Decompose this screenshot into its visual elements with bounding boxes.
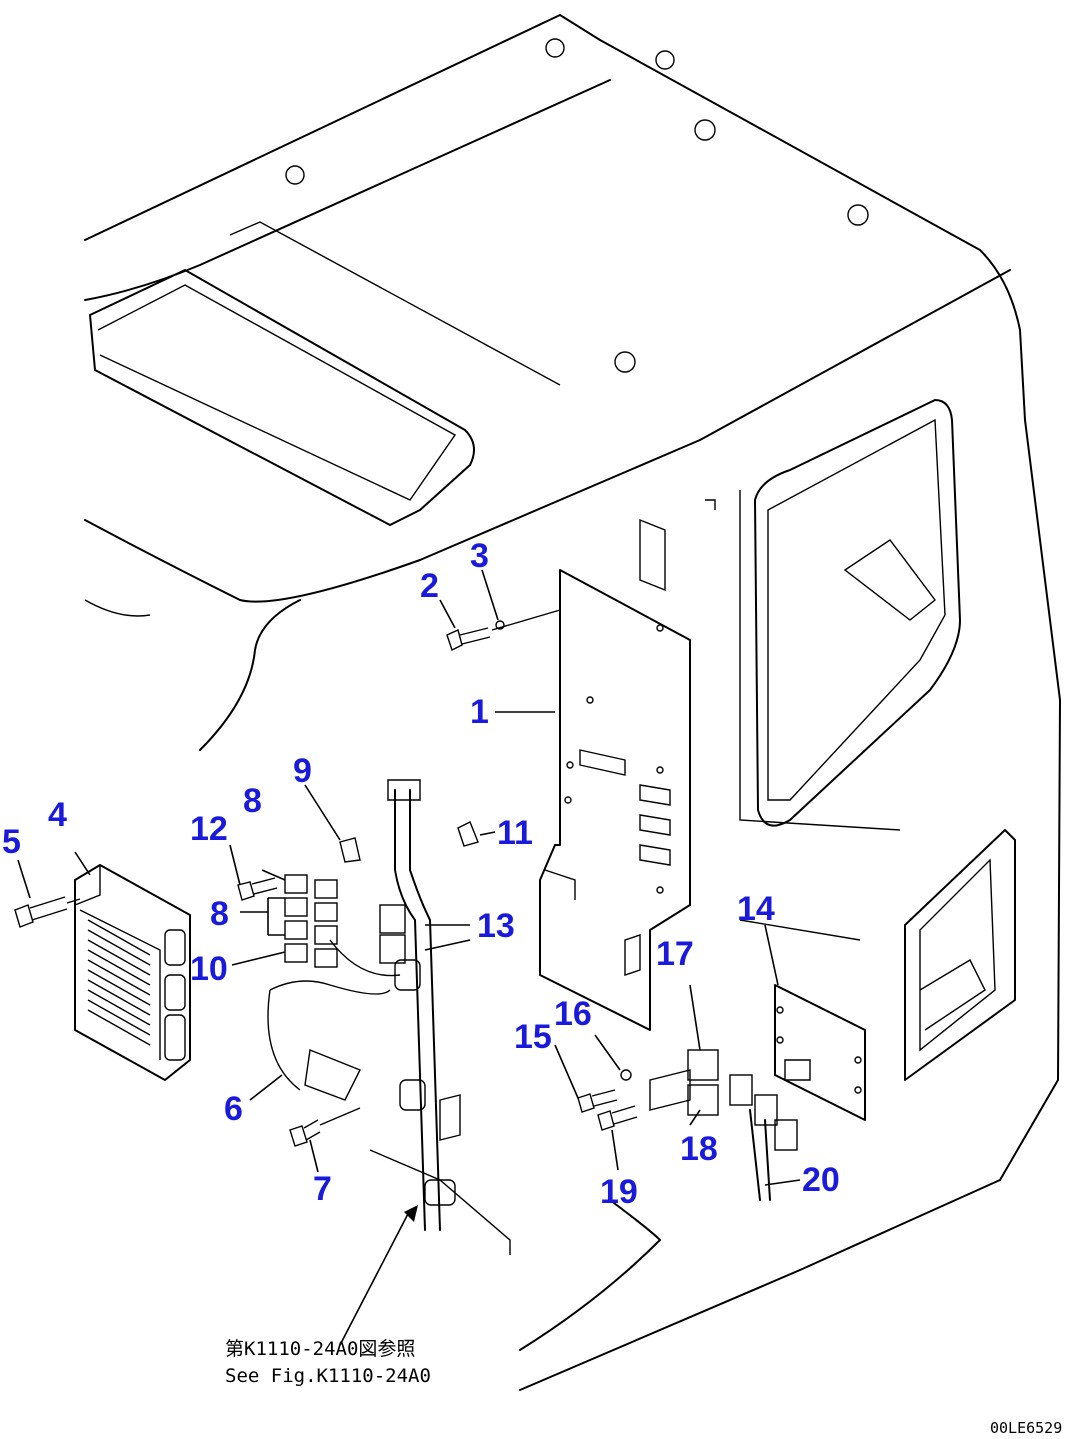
callout-12: 12	[190, 810, 228, 848]
callout-10: 10	[190, 950, 228, 988]
drawing-code: 00LE6529	[990, 1419, 1062, 1437]
callout-8-upper: 8	[243, 782, 262, 820]
leader-lines	[17, 569, 801, 1346]
callout-1: 1	[470, 693, 489, 731]
callout-20: 20	[802, 1161, 840, 1199]
wire-harness	[267, 779, 461, 1231]
part-mounting-plate	[539, 499, 716, 1031]
callout-6: 6	[224, 1090, 243, 1128]
roof-bolts	[285, 38, 869, 373]
callout-17: 17	[656, 935, 694, 973]
callout-11: 11	[497, 814, 533, 852]
bolt-part-12	[237, 877, 278, 901]
reference-note-en: See Fig.K1110-24A0	[225, 1365, 431, 1387]
bolt-part-15	[577, 1089, 618, 1113]
clip-part-9	[339, 837, 361, 863]
lower-floor-edge	[369, 1149, 661, 1351]
side-window	[754, 399, 961, 827]
bolt-part-5	[14, 896, 81, 928]
fasteners	[14, 609, 638, 1147]
rear-opening	[904, 829, 1016, 1081]
relay-bank	[284, 874, 406, 968]
roof-window	[89, 269, 475, 526]
callout-2: 2	[420, 567, 439, 605]
callout-18: 18	[680, 1130, 718, 1168]
reference-note: 第K1110-24A0図参照 See Fig.K1110-24A0	[225, 1338, 431, 1387]
washer-part-16	[620, 1069, 632, 1081]
callout-16: 16	[554, 995, 592, 1033]
part-controller	[74, 864, 191, 1081]
clip-part-11	[457, 821, 479, 847]
callout-7: 7	[313, 1170, 332, 1208]
relay-group-right	[649, 1049, 798, 1201]
cab-outline	[84, 14, 1061, 1391]
reference-note-jp: 第K1110-24A0図参照	[225, 1338, 415, 1360]
bolt-part-7	[289, 1107, 361, 1147]
bolt-part-2	[446, 609, 561, 651]
callout-13: 13	[477, 907, 515, 945]
callout-8-lower: 8	[210, 895, 229, 933]
callout-3: 3	[470, 537, 489, 575]
callout-4: 4	[48, 796, 67, 834]
washer-part-3	[495, 620, 505, 630]
callout-5: 5	[2, 823, 21, 861]
callout-9: 9	[293, 752, 312, 790]
part-secondary-plate	[739, 919, 866, 1121]
callout-15: 15	[514, 1018, 552, 1056]
bolt-part-19	[597, 1105, 638, 1131]
callout-14: 14	[737, 890, 775, 928]
callout-19: 19	[600, 1173, 638, 1211]
callout-numbers: 1 2 3 4 5 6 7 8 8 9 10 11 12 13 14 15 16…	[2, 537, 840, 1211]
controller-vents	[87, 919, 151, 1046]
